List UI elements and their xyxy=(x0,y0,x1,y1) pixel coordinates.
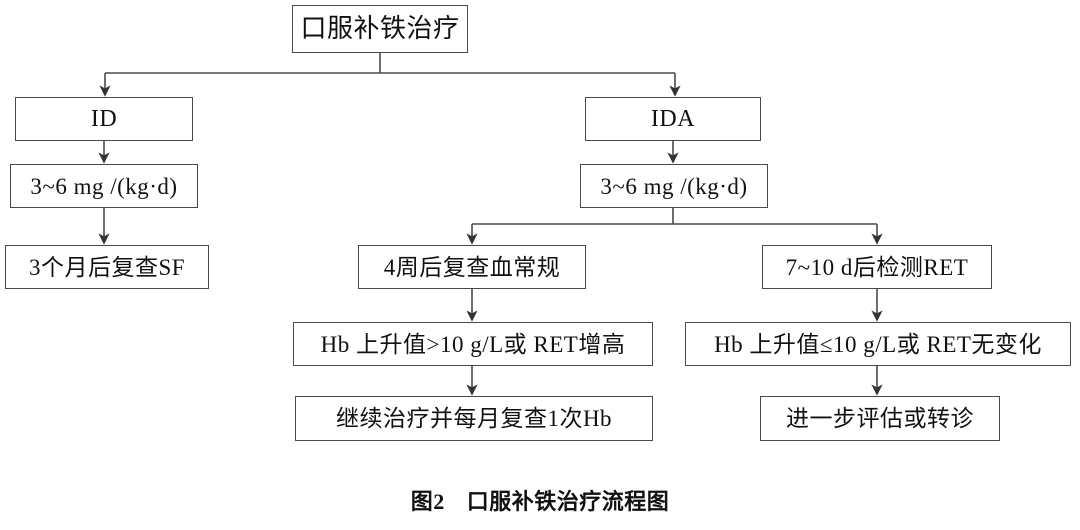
node-label: 继续治疗并每月复查1次Hb xyxy=(335,406,613,431)
figure-number: 图2 xyxy=(410,489,445,514)
node-continue-treatment[interactable]: 继续治疗并每月复查1次Hb xyxy=(295,396,653,441)
node-id-dose[interactable]: 3~6 mg /(kg·d) xyxy=(10,164,198,208)
node-label: ID xyxy=(90,106,118,132)
node-label: 4周后复查血常规 xyxy=(383,254,561,280)
node-label: 进一步评估或转诊 xyxy=(786,406,974,431)
node-label: 3个月后复查SF xyxy=(28,254,186,280)
node-id-followup-sf[interactable]: 3个月后复查SF xyxy=(5,245,209,289)
node-label: IDA xyxy=(650,106,696,132)
figure-title: 口服补铁治疗流程图 xyxy=(466,489,670,514)
node-label: Hb 上升值>10 g/L或 RET增高 xyxy=(320,331,626,357)
node-label: Hb 上升值≤10 g/L或 RET无变化 xyxy=(714,331,1042,357)
node-id[interactable]: ID xyxy=(15,97,193,141)
node-label: 3~6 mg /(kg·d) xyxy=(600,173,748,199)
node-label: 3~6 mg /(kg·d) xyxy=(30,173,178,199)
node-hb-rise-above-threshold[interactable]: Hb 上升值>10 g/L或 RET增高 xyxy=(293,322,653,366)
node-label: 7~10 d后检测RET xyxy=(785,254,969,280)
node-ida-check-ret[interactable]: 7~10 d后检测RET xyxy=(762,245,992,289)
node-oral-iron-therapy[interactable]: 口服补铁治疗 xyxy=(292,5,468,53)
node-ida[interactable]: IDA xyxy=(585,97,761,141)
node-label: 口服补铁治疗 xyxy=(300,14,460,43)
node-further-evaluation-referral[interactable]: 进一步评估或转诊 xyxy=(760,396,1000,441)
node-hb-rise-below-threshold[interactable]: Hb 上升值≤10 g/L或 RET无变化 xyxy=(685,322,1071,366)
node-ida-dose[interactable]: 3~6 mg /(kg·d) xyxy=(580,164,768,208)
figure-caption: 图2 口服补铁治疗流程图 xyxy=(0,484,1080,516)
node-ida-recheck-cbc[interactable]: 4周后复查血常规 xyxy=(358,245,586,289)
